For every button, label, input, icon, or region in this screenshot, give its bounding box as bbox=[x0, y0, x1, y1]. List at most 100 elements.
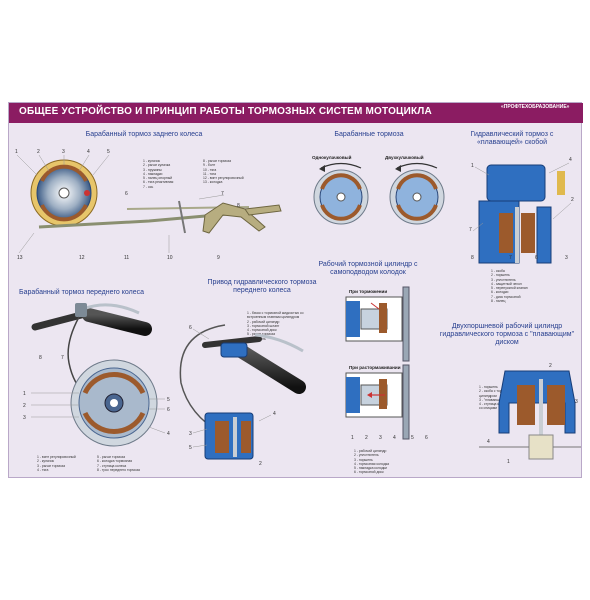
label-release: При растормаживании bbox=[349, 365, 401, 370]
legend-item: 9 - болт bbox=[203, 163, 216, 168]
svg-text:4: 4 bbox=[569, 157, 572, 163]
legend-item: 4 - защитный чехол bbox=[491, 281, 522, 286]
legend-item: 1 - поршень bbox=[479, 385, 498, 389]
svg-text:4: 4 bbox=[393, 435, 396, 441]
legend-item: 4 - тяга bbox=[37, 467, 49, 472]
svg-text:7: 7 bbox=[509, 255, 512, 261]
legend-item: 6 - тормозной диск bbox=[354, 470, 384, 475]
publisher-name: «ПРОФТЕХОБРАЗОВАНИЕ» bbox=[501, 104, 570, 110]
self-feeding-cylinder-illustration: 1 2 3 4 5 6 bbox=[345, 286, 428, 441]
legend-item: 11 - тяга bbox=[203, 171, 216, 176]
svg-text:12: 12 bbox=[79, 255, 85, 261]
legend-item: 3 - уплотнитель bbox=[491, 277, 516, 282]
hydraulic-drive-illustration: 635 42 bbox=[179, 324, 306, 467]
legend-item: 3 - тормозной шланг bbox=[247, 323, 280, 328]
svg-text:7: 7 bbox=[61, 355, 64, 361]
legend-item: 1 - скоба bbox=[491, 269, 505, 273]
svg-text:3: 3 bbox=[62, 149, 65, 155]
drum-brakes-illustration bbox=[313, 162, 445, 225]
svg-text:5: 5 bbox=[189, 445, 192, 451]
svg-text:13: 13 bbox=[17, 255, 23, 261]
svg-text:5: 5 bbox=[411, 435, 414, 441]
svg-text:3: 3 bbox=[23, 415, 26, 421]
legend-item: 4 - тормозная колодка bbox=[354, 461, 390, 466]
svg-text:2: 2 bbox=[23, 403, 26, 409]
legend-item: 8 - рычаг тормоза bbox=[203, 159, 231, 163]
legend-item: 8 - трос переднего тормоза bbox=[97, 467, 140, 472]
svg-text:8: 8 bbox=[237, 203, 240, 209]
legend-item: 7 - ступица колеса bbox=[97, 463, 127, 468]
svg-text:2: 2 bbox=[37, 149, 40, 155]
legend-item: 6 - тяга реактивная bbox=[143, 180, 174, 185]
svg-text:1: 1 bbox=[351, 435, 354, 441]
svg-text:3: 3 bbox=[575, 399, 578, 405]
svg-text:2: 2 bbox=[365, 435, 368, 441]
legend-item: 6 - колодка тормозная bbox=[97, 459, 133, 464]
svg-text:6: 6 bbox=[425, 435, 428, 441]
legend-item: 2 - уплотнитель bbox=[354, 453, 379, 458]
legend-item: 5 - накладка колодки bbox=[354, 466, 387, 471]
label-double-cam: Двухкулачковый bbox=[385, 155, 424, 160]
svg-text:1: 1 bbox=[15, 149, 18, 155]
section-title-two-piston: Двухпоршневой рабочий цилиндр гидравличе… bbox=[439, 323, 575, 346]
svg-text:5: 5 bbox=[167, 397, 170, 403]
section-title-front-drum: Барабанный тормоз переднего колеса bbox=[19, 289, 144, 296]
svg-text:9: 9 bbox=[217, 255, 220, 261]
svg-text:6: 6 bbox=[167, 407, 170, 413]
section-title-rear-drum: Барабанный тормоз заднего колеса bbox=[85, 131, 203, 138]
svg-text:6: 6 bbox=[125, 191, 128, 197]
legend-item: 2 - кулачок bbox=[37, 459, 54, 464]
legend-item: 10 - тяга bbox=[203, 167, 217, 172]
legend-item: 2 - скоба с тормозным bbox=[479, 389, 514, 394]
legend-item: 13 - колодка bbox=[203, 180, 223, 185]
label-single-cam: Однокулачковый bbox=[312, 155, 352, 160]
svg-text:11: 11 bbox=[124, 255, 129, 261]
poster-title: ОБЩЕЕ УСТРОЙСТВО И ПРИНЦИП РАБОТЫ ТОРМОЗ… bbox=[19, 106, 432, 117]
section-title-hydraulic-drive: Привод гидравлического тормоза переднего… bbox=[207, 279, 317, 294]
svg-text:3: 3 bbox=[565, 255, 568, 261]
legend-item: 1 - рабочий цилиндр bbox=[354, 449, 387, 453]
svg-text:1: 1 bbox=[507, 459, 510, 465]
legend-item: 3 - "плавающий" диск bbox=[479, 397, 513, 402]
legend-item: 5 - перепускной клапан bbox=[491, 286, 528, 291]
svg-text:3: 3 bbox=[379, 435, 382, 441]
legend-item: 4 - тормозной диск bbox=[247, 328, 277, 333]
svg-text:6: 6 bbox=[189, 325, 192, 331]
svg-text:6: 6 bbox=[535, 255, 538, 261]
front-drum-brake-illustration: 1 2 3 5 6 4 8 7 bbox=[23, 303, 170, 447]
section-title-self-feeding: Рабочий тормозной цилиндр с самоподводом… bbox=[318, 261, 418, 276]
legend-item: 6 - колодки bbox=[491, 290, 509, 295]
two-piston-cylinder-illustration: 213 4 bbox=[479, 363, 581, 465]
legend-item: 2 - поршень bbox=[491, 273, 510, 278]
legend-item: 4 - ступица колеса bbox=[479, 402, 509, 407]
svg-text:8: 8 bbox=[39, 355, 42, 361]
svg-text:1: 1 bbox=[471, 163, 474, 169]
legend-item: 2 - рычаг кулачка bbox=[143, 163, 171, 168]
legend-item: 4 - накладки bbox=[143, 171, 163, 176]
label-braking: При торможении bbox=[349, 289, 388, 294]
legend-item: 8 - палец bbox=[491, 299, 506, 304]
legend-item: 12 - винт регулировочный bbox=[203, 176, 244, 181]
legend-item: встроенным главным цилиндром bbox=[247, 315, 300, 320]
section-title-hydraulic-floating: Гидравлический тормоз с «плавающей» скоб… bbox=[470, 131, 554, 146]
legend-item: 3 - пружины bbox=[143, 167, 162, 172]
legend-item: 5 - палец опорный bbox=[143, 176, 173, 181]
svg-text:1: 1 bbox=[23, 391, 26, 397]
svg-text:2: 2 bbox=[571, 197, 574, 203]
publisher-logo: «ПРОФТЕХОБРАЗОВАНИЕ» bbox=[501, 105, 579, 121]
legend-item: 3 - рычаг тормоза bbox=[37, 463, 65, 468]
svg-text:4: 4 bbox=[167, 431, 170, 437]
legend-item: 5 - рычаг тормоза bbox=[97, 455, 125, 459]
legend-item: 7 - диск тормозной bbox=[491, 294, 521, 299]
svg-text:4: 4 bbox=[87, 149, 90, 155]
